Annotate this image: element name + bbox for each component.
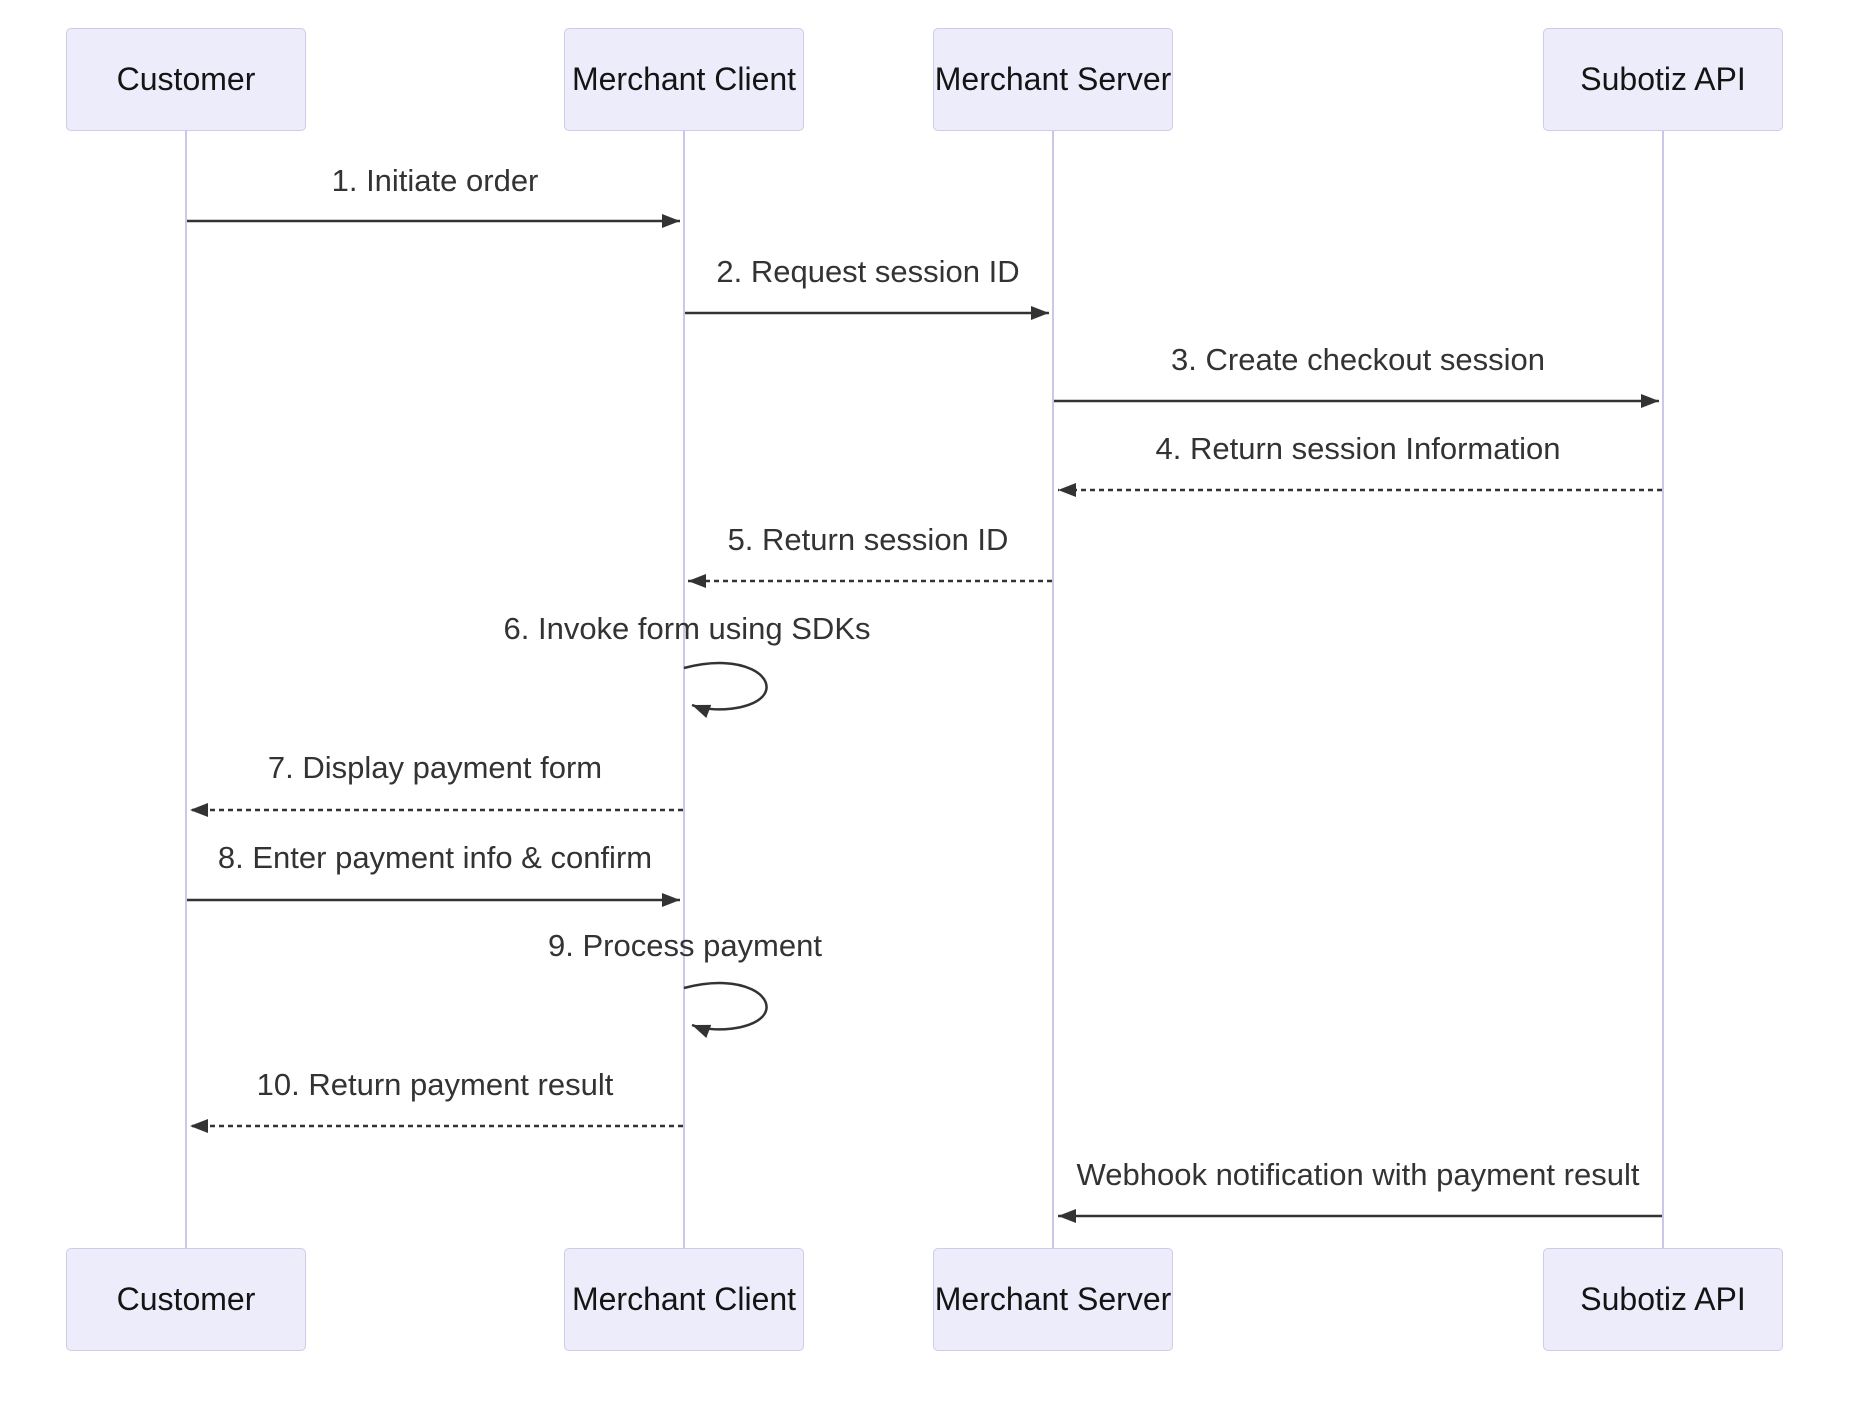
message-label-5: 5. Return session ID xyxy=(727,522,1009,557)
message-self-loop-9 xyxy=(683,981,768,1038)
message-label-6: 6. Invoke form using SDKs xyxy=(503,611,871,646)
actor-customer-bottom-label: Customer xyxy=(116,1281,256,1317)
message-label-3: 3. Create checkout session xyxy=(1171,342,1545,377)
actor-merchant-client-top: Merchant Client xyxy=(564,28,804,131)
message-label-8: 8. Enter payment info & confirm xyxy=(217,840,653,875)
actor-merchant-server-top: Merchant Server xyxy=(933,28,1173,131)
actor-customer-top-label: Customer xyxy=(116,61,256,97)
actor-subotiz-api-top-label: Subotiz API xyxy=(1580,61,1746,97)
actor-merchant-client-top-label: Merchant Client xyxy=(571,61,797,97)
message-label-4: 4. Return session Information xyxy=(1155,431,1561,466)
actor-merchant-server-bottom-label: Merchant Server xyxy=(934,1281,1172,1317)
message-label-9: 9. Process payment xyxy=(548,928,822,963)
actor-merchant-client-bottom-label: Merchant Client xyxy=(571,1281,797,1317)
actor-subotiz-api-top: Subotiz API xyxy=(1543,28,1783,131)
message-self-loop-6 xyxy=(683,661,768,718)
actor-subotiz-api-bottom: Subotiz API xyxy=(1543,1248,1783,1351)
actor-merchant-server-top-label: Merchant Server xyxy=(934,61,1172,97)
message-label-10: 10. Return payment result xyxy=(256,1067,614,1102)
message-label-7: 7. Display payment form xyxy=(267,750,603,785)
message-label-2: 2. Request session ID xyxy=(716,254,1020,289)
actor-customer-bottom: Customer xyxy=(66,1248,306,1351)
message-label-1: 1. Initiate order xyxy=(331,163,539,198)
actor-merchant-server-bottom: Merchant Server xyxy=(933,1248,1173,1351)
actor-merchant-client-bottom: Merchant Client xyxy=(564,1248,804,1351)
message-label-11: Webhook notification with payment result xyxy=(1076,1157,1640,1192)
actor-subotiz-api-bottom-label: Subotiz API xyxy=(1580,1281,1746,1317)
actor-customer-top: Customer xyxy=(66,28,306,131)
